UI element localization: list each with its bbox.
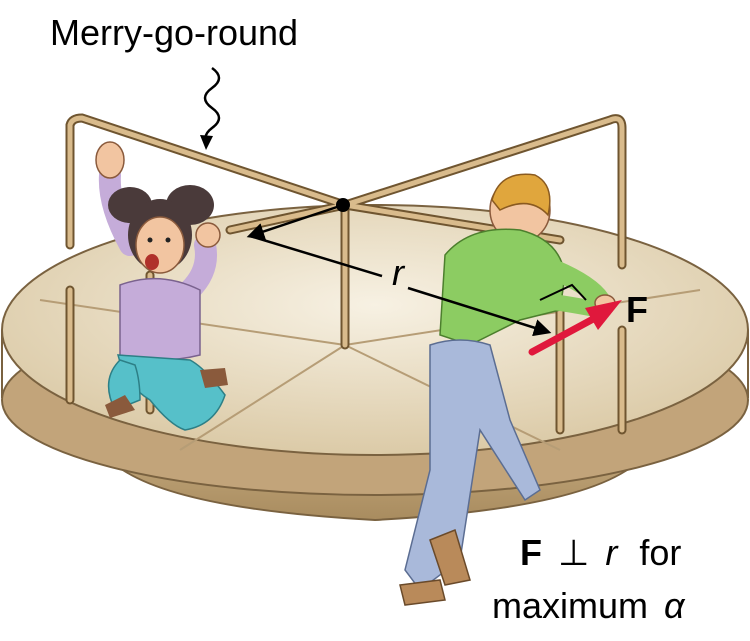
condition-caption: F ⊥ r for maximum α <box>492 532 686 626</box>
right-angle-marker <box>539 283 587 301</box>
condition-maximum: maximum <box>492 585 648 626</box>
girl-figure <box>95 141 228 431</box>
condition-force: F <box>520 532 542 573</box>
pointer-squiggle <box>203 66 221 141</box>
condition-alpha: α <box>664 585 686 626</box>
radius-label: r <box>392 252 406 293</box>
svg-text:maximum α: maximum α <box>492 585 686 626</box>
condition-perp-symbol: ⊥ <box>558 532 589 573</box>
condition-radius: r <box>605 532 619 573</box>
radius-vector: r <box>246 203 552 337</box>
title-label: Merry-go-round <box>50 12 298 53</box>
force-arrow-head <box>585 300 622 330</box>
radius-arrow-left <box>246 203 344 240</box>
force-label: F <box>626 289 648 330</box>
svg-text:F ⊥ r for: F ⊥ r for <box>520 532 681 573</box>
platform <box>1 204 749 496</box>
pointer-arrow-head <box>200 135 213 150</box>
radius-line-upper <box>249 234 383 278</box>
condition-for: for <box>639 532 681 573</box>
radius-arrow-right <box>407 286 552 337</box>
force-vector: F <box>528 289 648 356</box>
